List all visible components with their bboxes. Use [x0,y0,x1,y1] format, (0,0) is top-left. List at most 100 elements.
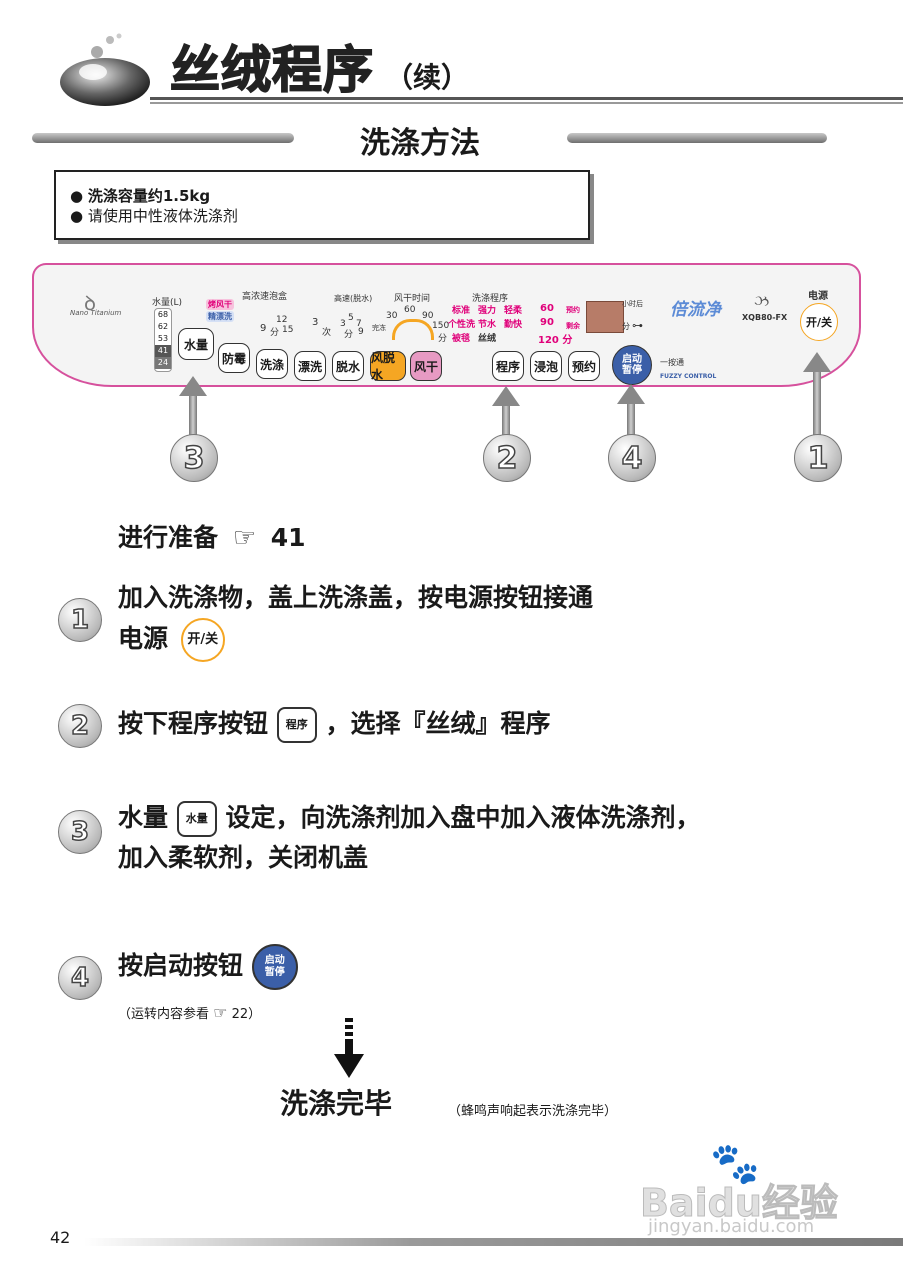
rinse-button[interactable]: 漂洗 [294,351,326,381]
mold-button[interactable]: 防霉 [218,343,250,373]
program-button-icon: 程序 [276,707,317,743]
water-level-value: 68 [157,310,169,319]
wash-time-15: 15 [282,325,294,335]
step-number-1: 1 [58,598,102,642]
watermark-url: jingyan.baidu.com [648,1216,815,1237]
water-button-icon: 水量 [176,801,217,837]
callout-2: 2 [483,434,531,482]
rinse-label: 高速(脱水) [334,294,373,303]
dry-90: 90 [422,311,434,321]
footer-bar [84,1238,903,1246]
detergent-opt: 精漂洗 [206,311,234,322]
timer-60: 60 [540,303,554,314]
soak-button[interactable]: 浸泡 [530,351,562,381]
wash-time-12: 12 [276,315,288,325]
program-gentle: 轻柔 [504,306,523,316]
info-line: ● 洗涤容量约1.5kg [70,187,211,205]
detergent-opt: 烤风干 [206,299,234,310]
prepare-page-ref[interactable]: 41 [270,523,306,552]
program-silk: 丝绒 [478,334,497,344]
timer-120: 120 分 [538,335,573,346]
step-1-line2: 电源 开/关 [118,618,225,662]
prepare-line: 进行准备 ☞ 41 [118,518,306,558]
reserve-button[interactable]: 预约 [568,351,600,381]
brand-cn: 倍流净 [670,300,721,320]
arrow-shaft [813,372,821,436]
section-title: 洗涤方法 [360,126,480,161]
spin-5: 5 [348,313,354,323]
wind-spin-button[interactable]: 风脱水 [370,351,406,382]
step-number-3: 3 [58,810,102,854]
program-quick: 勤快 [504,320,523,330]
arrow-up-icon [492,386,520,406]
control-panel: Nano Titanium ꝺ 水量(L) 68 62 53 41 24 高浓速… [32,263,861,387]
water-level-value: 41 [155,345,171,357]
step-number-4: 4 [58,956,102,1000]
program-button[interactable]: 程序 [492,351,524,381]
step-1-text: 电源 [118,624,169,653]
callout-3: 3 [170,434,218,482]
start-pause-button[interactable]: 启动 暂停 [612,345,652,385]
model-number: XQB80-FX [742,313,788,322]
dry-unit: 分 [438,334,448,344]
section-bar-left [32,133,294,143]
finish-text: 洗涤完毕 [280,1087,393,1120]
timer-90: 90 [540,317,554,328]
program-standard: 标准 [452,306,471,316]
arrow-up-icon [803,352,831,372]
step-4-line: 按启动按钮 启动 暂停 [118,944,298,990]
spin-7: 7 [356,319,362,329]
program-strong: 强力 [478,306,497,316]
dry-60: 60 [404,305,416,315]
arrow-shaft [627,404,635,436]
dry-30: 30 [386,311,398,321]
program-blanket: 被毯 [452,334,471,344]
brand-swirl-icon: ꝺ [84,291,96,315]
pointing-hand-icon: ☞ [213,1003,228,1022]
step-3-line1: 水量 水量 设定，向洗涤剂加入盘中加入液体洗涤剂， [118,798,700,838]
time-display [586,301,624,333]
step-1-line1: 加入洗涤物，盖上洗涤盖，按电源按钮接通 [118,583,594,612]
timer-label-reserve: 预约 [566,306,580,314]
arrow-shaft [502,406,510,436]
step-4-note-text: （运转内容参看 [118,1007,210,1022]
power-button-icon: 开/关 [180,618,225,662]
spin-9: 9 [358,327,364,337]
water-level-label: 水量(L) [152,298,183,308]
page-title: 丝绒程序 [169,40,374,100]
dry-arc-icon [392,319,434,340]
pointing-hand-icon: ☞ [232,523,257,553]
step-2-text: 按下程序按钮 [118,709,269,738]
wash-time-9: 9 [260,323,267,334]
watermark-logo: Baidu经验 [640,1181,839,1226]
info-line: ● 请使用中性液体洗涤剂 [70,207,238,225]
step-2-line: 按下程序按钮 程序 ，选择『丝绒』程序 [118,704,550,744]
step-4-note-ref[interactable]: 22） [231,1007,262,1022]
down-arrow-icon [334,1018,364,1080]
program-save: 节水 [478,320,497,330]
prepare-text: 进行准备 [118,523,219,552]
rinse-3: 3 [312,317,319,328]
water-level-button[interactable]: 水量 [178,328,214,360]
program-label: 洗涤程序 [472,294,509,304]
step-3-text-post: 设定，向洗涤剂加入盘中加入液体洗涤剂， [225,803,701,832]
wash-button[interactable]: 洗涤 [256,349,288,379]
water-level-column: 68 62 53 41 24 [154,308,172,372]
finish-note: （蜂鸣声响起表示洗涤完毕） [448,1104,618,1119]
display-unit-hour: 小时后 [622,300,643,308]
dry-time-label: 风干时间 [394,294,431,304]
baidu-paw-icon: 🐾 [710,1141,760,1187]
rinse-unit: 次 [322,328,332,338]
power-button[interactable]: 开/关 [800,303,838,341]
arrow-up-icon [179,376,207,396]
step-3-text: 水量 [118,803,169,832]
detergent-label: 高浓速泡盒 [242,292,288,302]
section-bar-right [567,133,827,143]
spin-button[interactable]: 脱水 [332,351,364,381]
page-number: 42 [50,1228,71,1247]
water-level-value: 24 [155,357,171,369]
timer-label-remain: 剩余 [566,322,580,330]
power-label: 电源 [808,291,828,302]
header-divider-thin [150,102,903,104]
air-dry-button[interactable]: 风干 [410,351,442,381]
